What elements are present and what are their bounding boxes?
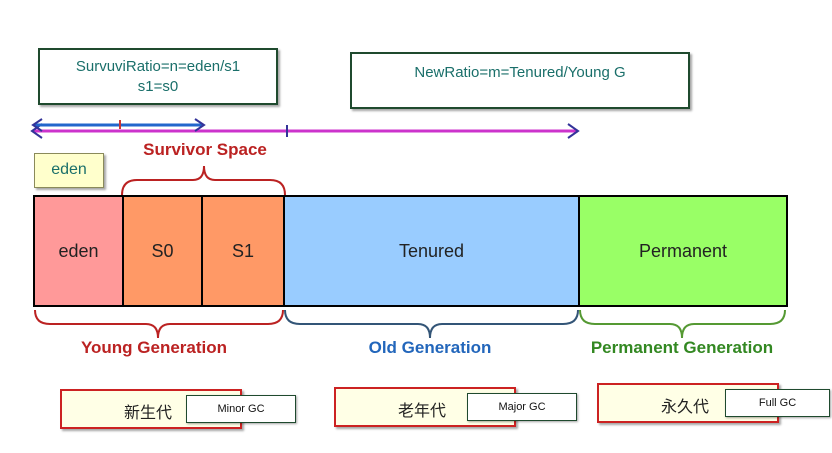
young-gen-brace xyxy=(34,309,284,339)
survivor-space-label: Survivor Space xyxy=(143,140,267,159)
permanent-cell: Permanent xyxy=(578,195,788,307)
eden-cell-label: eden xyxy=(58,240,99,261)
survivor-ratio-line2: s1=s0 xyxy=(137,78,179,95)
s1-cell-label: S1 xyxy=(231,240,255,261)
old-gen-cn-label: 老年代 xyxy=(398,403,447,420)
eden-tag: eden xyxy=(34,153,104,188)
permanent-cell-label: Permanent xyxy=(638,240,728,261)
survivor-ratio-line1: SurvuviRatio=n=eden/s1 xyxy=(75,58,241,75)
survivor-ratio-box: SurvuviRatio=n=eden/s1 s1=s0 xyxy=(38,48,278,105)
s0-cell-label: S0 xyxy=(151,240,174,261)
tenured-cell-label: Tenured xyxy=(398,240,465,261)
minor-gc-box: Minor GC xyxy=(186,395,296,423)
young-generation-label: Young Generation xyxy=(80,338,228,357)
new-ratio-box: NewRatio=m=Tenured/Young G xyxy=(350,52,690,109)
eden-cell: eden xyxy=(33,195,124,307)
tenured-cell: Tenured xyxy=(283,195,580,307)
perm-gen-cn-label: 永久代 xyxy=(661,399,710,416)
survivor-space-brace xyxy=(121,165,286,196)
s1-cell: S1 xyxy=(201,195,285,307)
old-generation-label: Old Generation xyxy=(368,338,492,357)
new-ratio-text: NewRatio=m=Tenured/Young G xyxy=(414,64,626,81)
old-gen-brace xyxy=(284,309,579,339)
permanent-generation-label: Permanent Generation xyxy=(590,338,774,357)
s0-cell: S0 xyxy=(122,195,203,307)
perm-gen-brace xyxy=(579,309,786,339)
major-gc-box: Major GC xyxy=(467,393,577,421)
full-gc-box: Full GC xyxy=(725,389,830,417)
young-gen-cn-label: 新生代 xyxy=(124,405,173,422)
